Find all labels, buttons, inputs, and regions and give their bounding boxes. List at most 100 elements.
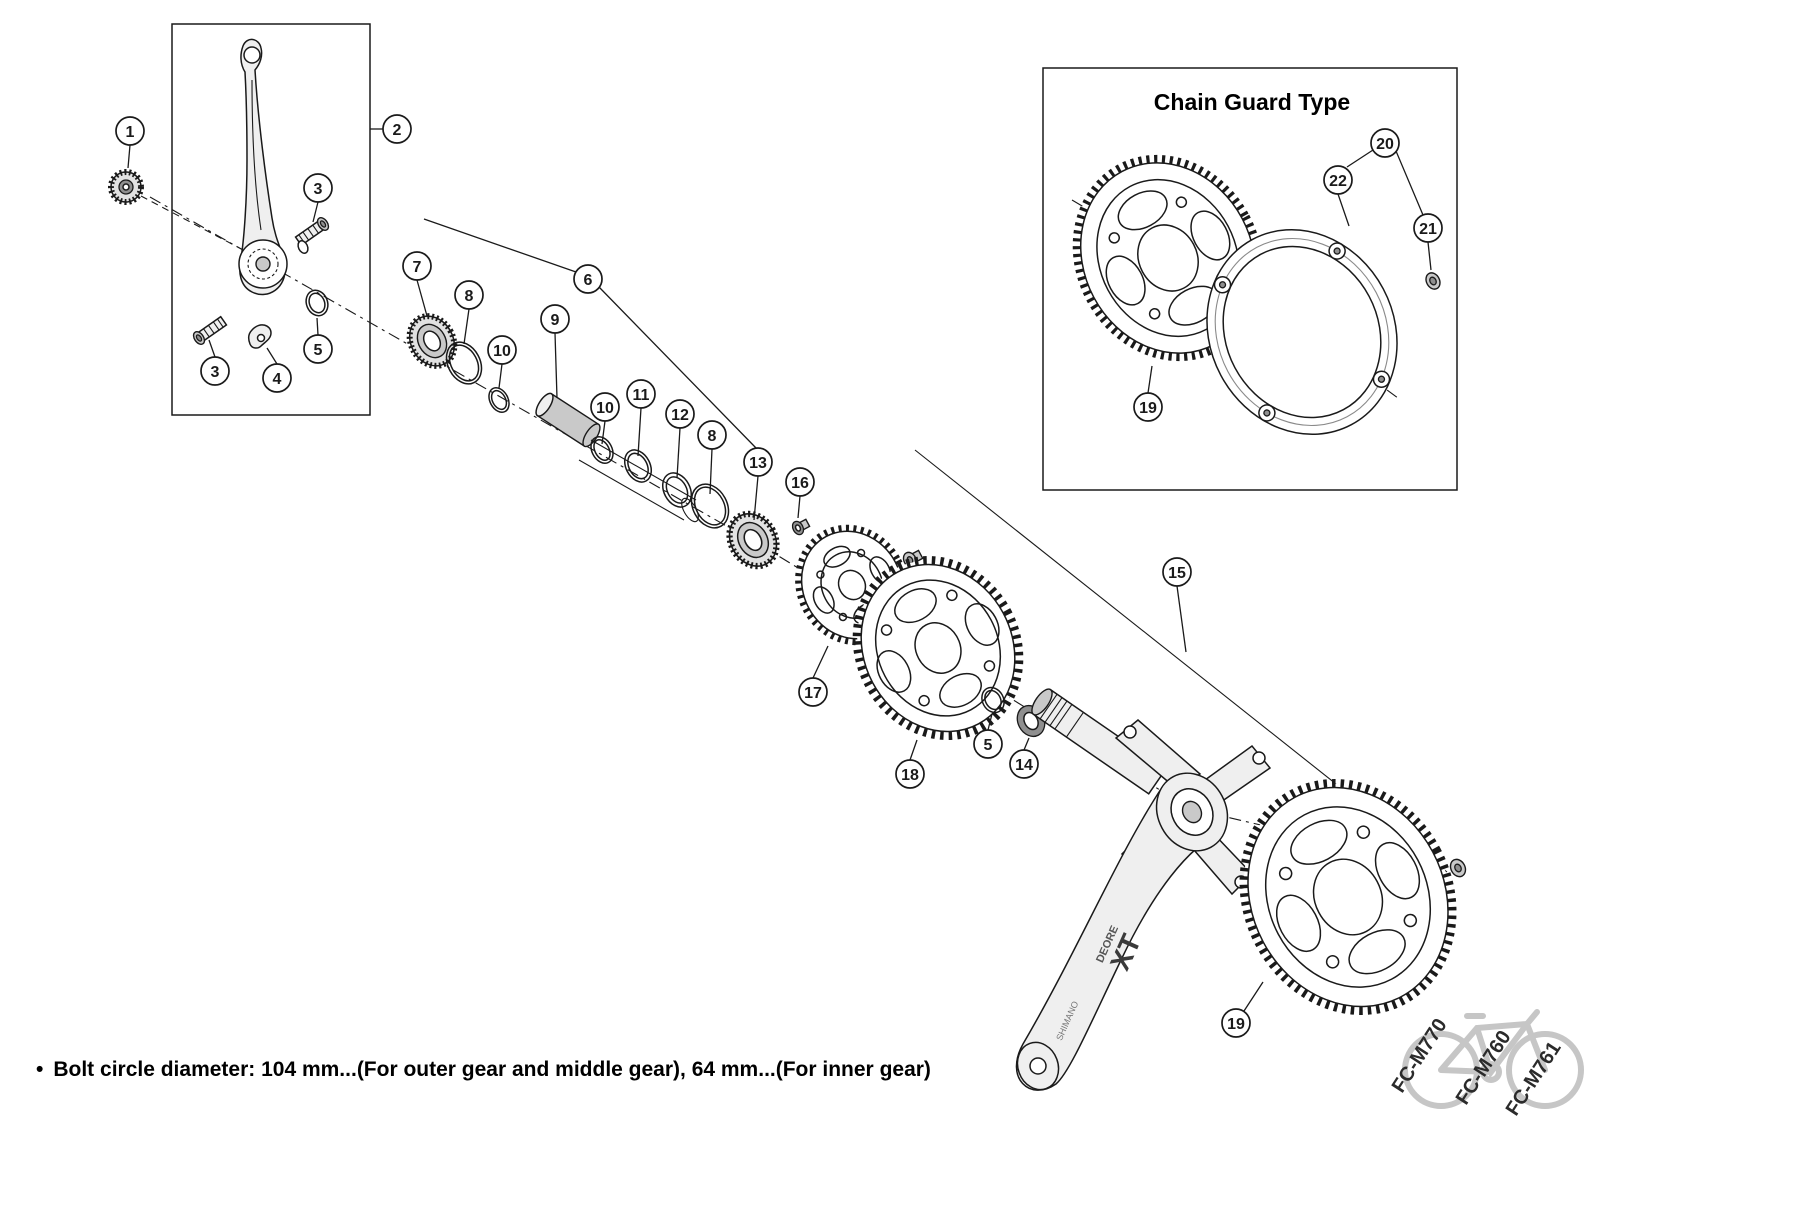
callout-number: 4	[273, 371, 282, 388]
callout-21[interactable]: 21	[1413, 213, 1443, 243]
callout-10[interactable]: 10	[590, 392, 620, 422]
callout-number: 20	[1376, 136, 1394, 153]
callout-1[interactable]: 1	[115, 116, 145, 146]
footer-text: Bolt circle diameter: 104 mm...(For oute…	[53, 1058, 931, 1081]
leader-line-4	[266, 347, 278, 365]
callout-number: 1	[126, 124, 135, 141]
inset-title: Chain Guard Type	[1154, 89, 1350, 115]
chain-guard-ring	[1206, 228, 1398, 436]
leader-line-3	[208, 339, 216, 358]
callout-8[interactable]: 8	[454, 280, 484, 310]
callout-number: 3	[314, 181, 323, 198]
leader-line-20	[1346, 149, 1374, 168]
pedal-hole	[243, 46, 261, 64]
leader-line-18	[909, 739, 918, 761]
callout-12[interactable]: 12	[665, 399, 695, 429]
callout-19[interactable]: 19	[1133, 392, 1163, 422]
outer-ring-bolt	[1449, 858, 1467, 878]
callout-number: 5	[984, 737, 993, 754]
stopper-plate	[247, 324, 272, 349]
callout-number: 15	[1168, 565, 1186, 582]
leader-line-20	[1395, 150, 1424, 216]
spacer-11	[623, 449, 653, 483]
callout-10[interactable]: 10	[487, 335, 517, 365]
bicycle-watermark	[1402, 1009, 1584, 1109]
leader-line-13	[753, 475, 759, 521]
callout-6[interactable]: 6	[573, 264, 603, 294]
leader-line-5	[316, 317, 319, 336]
callout-8[interactable]: 8	[697, 420, 727, 450]
middle-chainring-18	[852, 556, 1024, 740]
callout-number: 21	[1419, 221, 1437, 238]
callout-7[interactable]: 7	[402, 251, 432, 281]
callout-number: 16	[791, 475, 809, 492]
right-crank-unit: DEORE XT SHIMANO	[1015, 688, 1272, 1091]
callout-20[interactable]: 20	[1370, 128, 1400, 158]
leader-line-6	[423, 218, 577, 273]
leader-line-8	[709, 448, 713, 495]
callout-number: 12	[671, 407, 689, 424]
callout-number: 13	[749, 455, 767, 472]
leader-line-12	[676, 427, 681, 479]
callout-number: 10	[596, 400, 614, 417]
callout-9[interactable]: 9	[540, 304, 570, 334]
o-ring-8-left	[445, 341, 483, 385]
callout-18[interactable]: 18	[895, 759, 925, 789]
inner-cover-sleeve	[535, 392, 699, 523]
crank-fixing-bolt	[108, 169, 144, 205]
callout-number: 19	[1139, 400, 1157, 417]
callout-3[interactable]: 3	[200, 356, 230, 386]
callout-3[interactable]: 3	[303, 173, 333, 203]
callout-5[interactable]: 5	[303, 334, 333, 364]
leader-line-16	[797, 495, 801, 519]
callout-17[interactable]: 17	[798, 677, 828, 707]
callout-22[interactable]: 22	[1323, 165, 1353, 195]
o-ring-8-right	[690, 483, 730, 529]
chainring-bolt-16	[791, 518, 811, 536]
callout-number: 2	[393, 122, 402, 139]
leader-line-22	[1337, 193, 1350, 227]
chain-guard-inset: Chain Guard Type	[1042, 67, 1458, 491]
callout-number: 7	[413, 259, 422, 276]
callout-4[interactable]: 4	[262, 363, 292, 393]
callout-14[interactable]: 14	[1009, 749, 1039, 779]
leader-line-19	[1243, 981, 1264, 1012]
right-crank-arm	[1015, 785, 1224, 1091]
bb-cup-right	[720, 505, 785, 574]
leader-line-9	[554, 332, 558, 399]
callout-13[interactable]: 13	[743, 447, 773, 477]
leader-line-14	[1023, 737, 1030, 751]
callout-19[interactable]: 19	[1221, 1008, 1251, 1038]
spider-hub	[1155, 772, 1229, 852]
callout-number: 8	[465, 288, 474, 305]
spacer-10-right	[590, 436, 614, 464]
callout-number: 18	[901, 767, 919, 784]
leader-line-1	[127, 144, 131, 169]
callout-2[interactable]: 2	[382, 114, 412, 144]
callout-number: 10	[493, 343, 511, 360]
left-crank-arm	[238, 38, 288, 296]
callout-number: 11	[633, 387, 650, 404]
leader-line-5	[987, 713, 993, 731]
leader-line-8	[463, 308, 470, 345]
callout-16[interactable]: 16	[785, 467, 815, 497]
inset-border	[1042, 67, 1458, 491]
callout-number: 14	[1015, 757, 1033, 774]
callout-number: 6	[584, 272, 593, 289]
spacer-10-left	[488, 387, 510, 413]
leader-line-7	[416, 279, 428, 317]
callout-11[interactable]: 11	[626, 379, 656, 409]
callout-number: 19	[1227, 1016, 1245, 1033]
bolt-washer	[297, 240, 309, 254]
callout-5[interactable]: 5	[973, 729, 1003, 759]
callout-number: 3	[211, 364, 220, 381]
callout-15[interactable]: 15	[1162, 557, 1192, 587]
leader-line-10	[498, 363, 503, 389]
guard-screw-21	[1425, 272, 1441, 290]
o-ring-left	[305, 289, 329, 317]
leader-line-17	[812, 645, 829, 679]
callout-number: 17	[804, 685, 822, 702]
callout-number: 5	[314, 342, 323, 359]
